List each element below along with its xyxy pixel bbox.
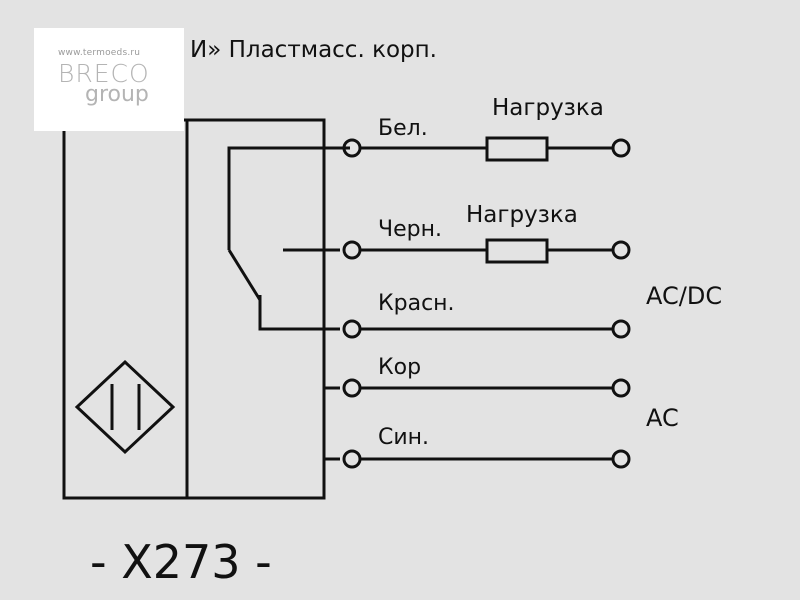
watermark-url: www.termoeds.ru <box>58 48 141 58</box>
sensing-face-diamond <box>74 359 176 455</box>
relay-red-path <box>258 295 340 331</box>
terminal-brown-right <box>611 378 631 398</box>
watermark-group: group <box>85 82 149 107</box>
label-load-2: Нагрузка <box>466 202 578 228</box>
diagram-title: И» Пластмасс. корп. <box>190 37 437 63</box>
label-red-wire: Красн. <box>378 291 455 316</box>
label-blue-wire: Син. <box>378 425 429 450</box>
model-code: - X273 - <box>90 535 272 589</box>
terminal-blue-left <box>342 449 362 469</box>
label-load-1: Нагрузка <box>492 95 604 121</box>
load-2-resistor <box>485 238 549 264</box>
load-1-resistor <box>485 136 549 162</box>
sensor-body-outline <box>62 118 326 500</box>
label-ac-supply: AC <box>646 404 679 432</box>
terminal-blue-right <box>611 449 631 469</box>
label-white-wire: Бел. <box>378 116 428 141</box>
watermark-logo-box <box>34 28 184 131</box>
terminal-black-right <box>611 240 631 260</box>
terminal-red-left <box>342 319 362 339</box>
terminal-brown-left <box>342 378 362 398</box>
label-acdc-supply: AC/DC <box>646 282 722 310</box>
relay-switch-blade <box>227 249 262 301</box>
watermark-brand: BRECO <box>58 59 150 88</box>
label-brown-wire: Кор <box>378 355 421 380</box>
terminal-red-right <box>611 319 631 339</box>
terminal-white-left <box>342 138 362 158</box>
label-black-wire: Черн. <box>378 217 442 242</box>
terminal-black-left <box>342 240 362 260</box>
relay-common-path <box>227 146 350 250</box>
terminal-white-right <box>611 138 631 158</box>
